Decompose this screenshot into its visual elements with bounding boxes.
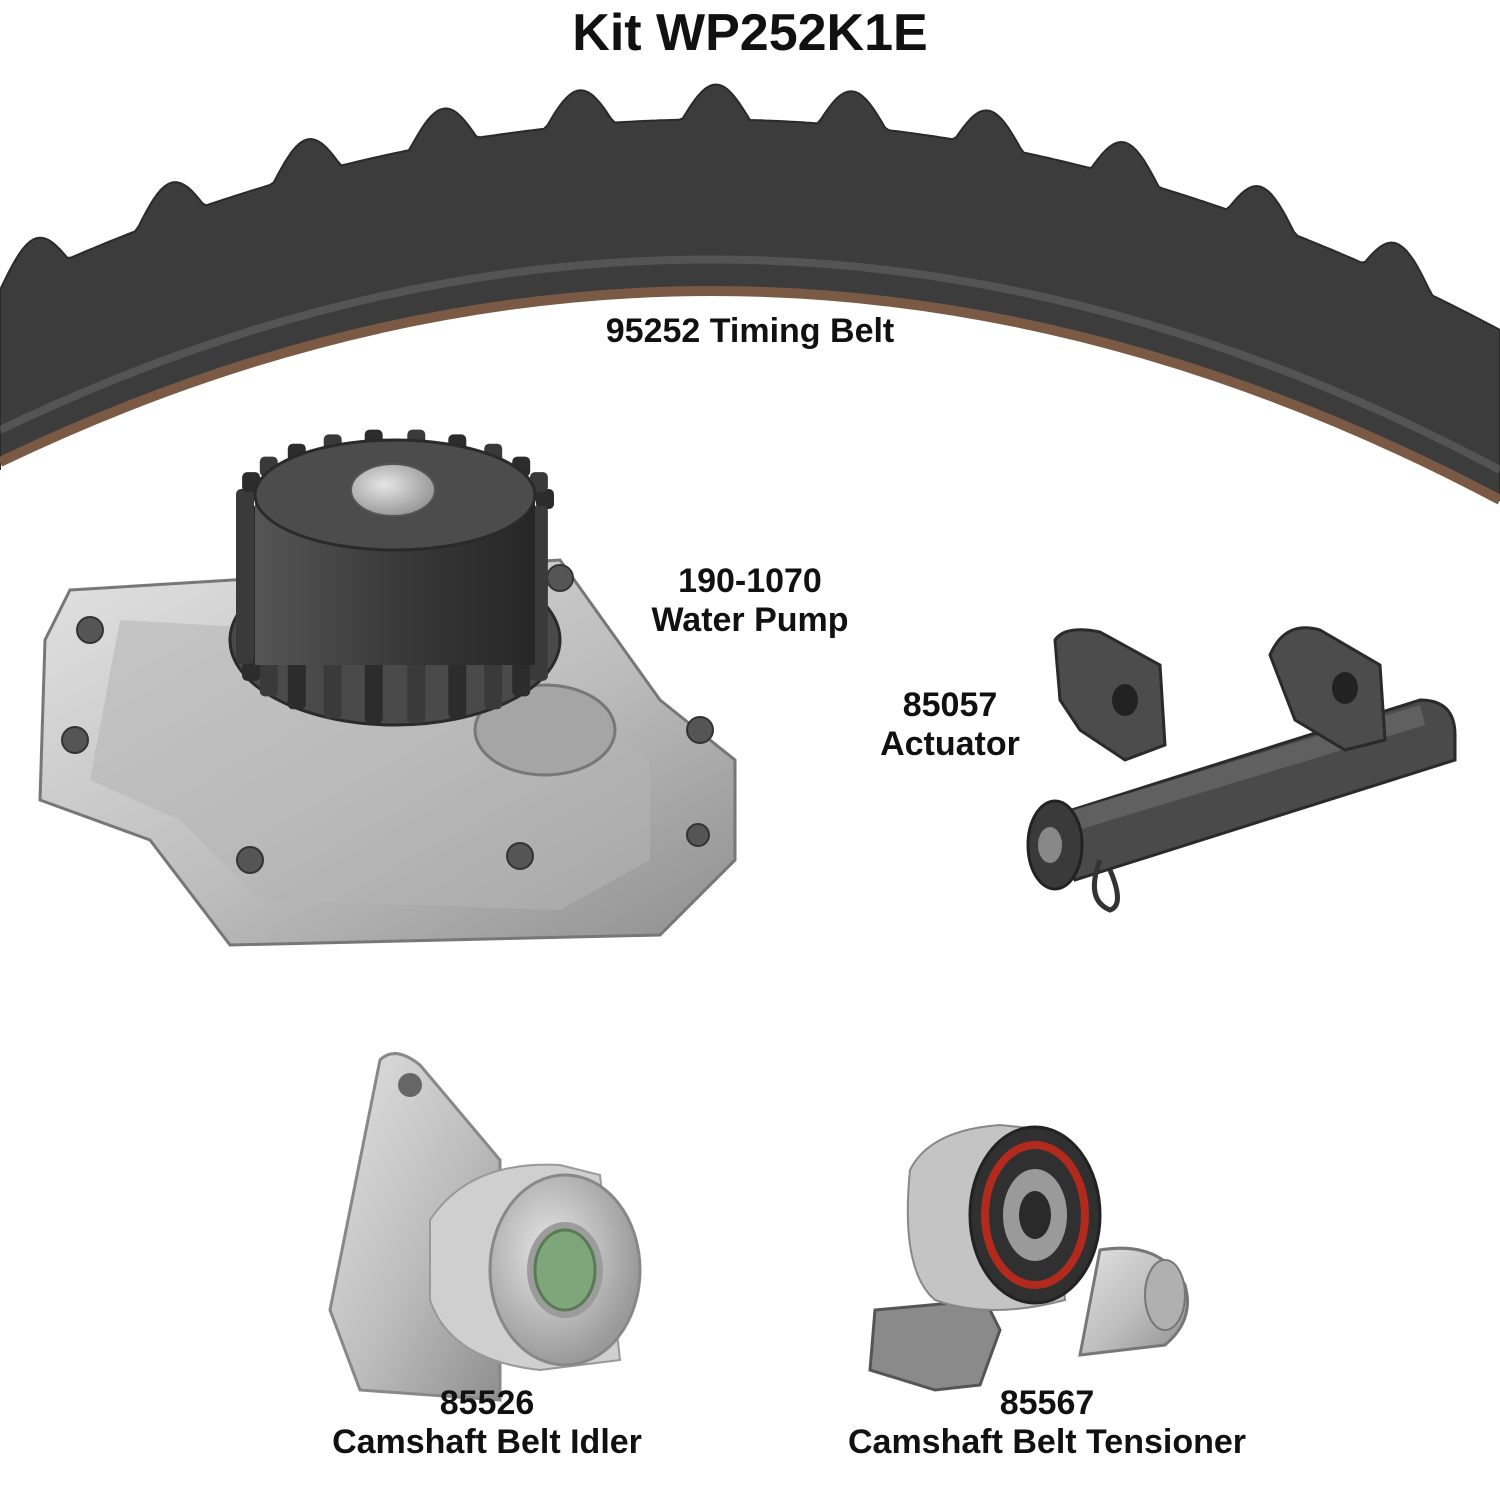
actuator-label: 85057 Actuator [820,686,1080,764]
tensioner-part-number: 85567 [999,1384,1095,1422]
timing-belt-part-number: 95252 [605,312,701,350]
kit-title: Kit WP252K1E [572,4,928,62]
timing-belt-name: Timing Belt [709,312,895,350]
idler-part-number: 85526 [439,1384,535,1422]
idler-label: 85526 Camshaft Belt Idler [287,1384,687,1462]
sprocket-tooth [536,489,554,509]
actuator-name: Actuator [880,725,1020,764]
timing-belt-image [0,83,1500,505]
tensioner-pulley-image [868,1123,1189,1392]
water-pump-label: 190-1070 Water Pump [600,562,900,640]
actuator-part-number: 85057 [902,686,998,724]
sprocket-tooth [236,489,254,664]
idler-name: Camshaft Belt Idler [332,1423,642,1462]
water-pump-name: Water Pump [651,601,849,640]
idler-pulley-image [328,1052,642,1402]
tensioner-label: 85567 Camshaft Belt Tensioner [797,1384,1297,1462]
actuator-image [1026,626,1457,913]
water-pump-image [38,429,737,947]
tensioner-name: Camshaft Belt Tensioner [847,1423,1246,1462]
timing-belt-label: 95252 Timing Belt [560,312,940,351]
water-pump-part-number: 190-1070 [678,562,822,600]
